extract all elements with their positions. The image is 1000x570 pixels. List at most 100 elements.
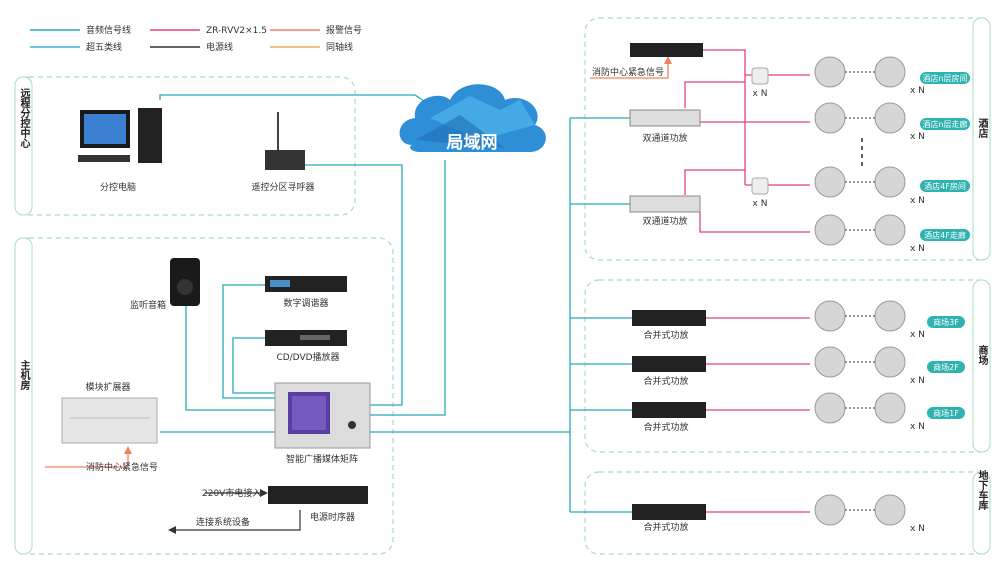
- matrix-label: 智能广播媒体矩阵: [286, 453, 358, 465]
- ceiling-speaker-icon: [814, 494, 846, 526]
- dual-amp-2[interactable]: 双通道功放: [629, 195, 701, 227]
- line-dual2-up: [684, 169, 745, 195]
- audio-lines: [159, 94, 632, 513]
- line-cloud-matrix: [370, 160, 446, 416]
- mix-amp-3-label: 合并式功放: [643, 421, 688, 433]
- relay-1-multiplier: x N: [753, 89, 768, 99]
- xn-mall-2f: x N: [910, 376, 925, 386]
- relay-2-multiplier: x N: [753, 199, 768, 209]
- matrix-grid: [292, 396, 326, 430]
- xn-corr-n: x N: [910, 132, 925, 142]
- mix-amp-1-label: 合并式功放: [643, 329, 688, 341]
- legend-cat5: 超五类线: [86, 41, 122, 53]
- tuner-label: 数字调谐器: [283, 297, 328, 309]
- xn-room-4f: x N: [910, 196, 925, 206]
- section-main-label: 主机房: [18, 359, 30, 391]
- hotel-controller[interactable]: 消防中心紧急信号: [592, 43, 703, 78]
- ceiling-speaker-icon: [874, 102, 906, 134]
- mix-amp-4[interactable]: 合并式功放: [632, 504, 706, 533]
- relay-2: x N: [751, 177, 769, 209]
- speaker-dashes: [845, 71, 875, 511]
- power-sequencer[interactable]: 220V市电接入 电源时序器 连接系统设备: [196, 486, 368, 528]
- relay-1-body: [751, 67, 769, 85]
- mix-amp-2[interactable]: 合并式功放: [632, 356, 706, 387]
- monitor-speaker-cone: [177, 279, 193, 295]
- alarm-lines: [45, 56, 672, 468]
- zone-corr-4f: 酒店4F走廊: [924, 230, 966, 240]
- zone-tag-mall-2f: [927, 361, 965, 373]
- monitor-speaker[interactable]: 监听音箱: [130, 258, 200, 311]
- line-hotelctl-relay1: [703, 49, 746, 70]
- zone-room-4f: 酒店4F房间: [924, 181, 966, 191]
- arrow-connect: [168, 526, 176, 534]
- paging-base: [265, 150, 305, 170]
- line-cd-matrix: [232, 337, 275, 394]
- cd-player[interactable]: CD/DVD播放器: [265, 330, 347, 363]
- tuner[interactable]: 数字调谐器: [265, 276, 347, 309]
- mix-amp-1[interactable]: 合并式功放: [632, 310, 706, 341]
- connect-label: 连接系统设备: [196, 516, 250, 528]
- zone-mall-3f: 商场3F: [933, 317, 959, 327]
- zone-tag-room-4f: [920, 180, 970, 192]
- media-matrix[interactable]: 智能广播媒体矩阵: [274, 382, 371, 465]
- line-connect: [175, 510, 301, 531]
- ceiling-speaker-icon: [814, 392, 846, 424]
- ceiling-speaker-icon: [874, 166, 906, 198]
- zone-room-n: 酒店n层房间: [922, 73, 967, 83]
- ceiling-speaker-icon: [814, 214, 846, 246]
- section-strips: [14, 17, 991, 555]
- mix-amp-3[interactable]: 合并式功放: [632, 402, 706, 433]
- zone-tag-mall-3f: [927, 316, 965, 328]
- pc-label: 分控电脑: [100, 181, 136, 193]
- xn-mall-1f: x N: [910, 422, 925, 432]
- legend-alarm: 报警信号: [326, 24, 362, 36]
- relay-1: x N: [751, 67, 769, 99]
- legend-audio: 音频信号线: [86, 24, 131, 36]
- power-lines: [168, 489, 301, 534]
- line-pc-cloud: [159, 94, 431, 106]
- cloud-facet-2: [415, 115, 505, 148]
- ceiling-speaker-icon: [874, 346, 906, 378]
- hotel-strip: [972, 17, 991, 261]
- zone-corr-n: 酒店n层走廊: [922, 119, 967, 129]
- pc[interactable]: 分控电脑: [78, 108, 162, 193]
- section-mall-label: 商场: [976, 344, 988, 366]
- line-monitor-matrix: [185, 305, 275, 411]
- module-body: [61, 397, 158, 444]
- zone-mall-1f: 商场1F: [933, 408, 959, 418]
- arrow-ac-in: [260, 489, 268, 497]
- pc-tower: [138, 108, 162, 163]
- ceiling-speaker-icon: [874, 494, 906, 526]
- line-corr-4f: [699, 212, 810, 233]
- ceiling-speaker-icon: [814, 102, 846, 134]
- mix-amp-2-label: 合并式功放: [643, 375, 688, 387]
- xn-garage: x N: [910, 524, 925, 534]
- paging-console[interactable]: 遥控分区寻呼器: [251, 112, 315, 193]
- ceiling-speaker-icon: [874, 300, 906, 332]
- module-expander[interactable]: 模块扩展器 消防中心紧急信号: [61, 381, 158, 473]
- ceiling-speaker-icon: [814, 300, 846, 332]
- section-hotel-label: 酒店: [976, 117, 988, 139]
- xn-corr-4f: x N: [910, 244, 925, 254]
- dual-amp-2-body: [629, 195, 701, 213]
- dual-amp-1-body: [629, 109, 701, 127]
- cd-label: CD/DVD播放器: [276, 351, 339, 363]
- ceiling-speaker-icon: [874, 392, 906, 424]
- dual-amp-1[interactable]: 双通道功放: [629, 109, 701, 144]
- monitor-label: 监听音箱: [130, 299, 166, 311]
- zone-tag-corr-4f: [920, 229, 970, 241]
- ac-in-label: 220V市电接入: [202, 487, 261, 499]
- mix-amp-2-body: [632, 356, 706, 372]
- lan-cloud: 局域网: [399, 84, 546, 153]
- line-fire-main: [45, 452, 129, 468]
- fire-main-label: 消防中心紧急信号: [86, 461, 158, 473]
- remote-strip: [14, 76, 33, 216]
- xn-room-n: x N: [910, 86, 925, 96]
- matrix-knob: [348, 421, 356, 429]
- line-paging-matrix: [300, 164, 403, 406]
- dual-amp-1-label: 双通道功放: [642, 132, 687, 144]
- line-fire-hotel: [590, 62, 669, 79]
- legend-rvv: ZR-RVV2×1.5: [206, 26, 267, 36]
- garage-strip: [972, 471, 991, 555]
